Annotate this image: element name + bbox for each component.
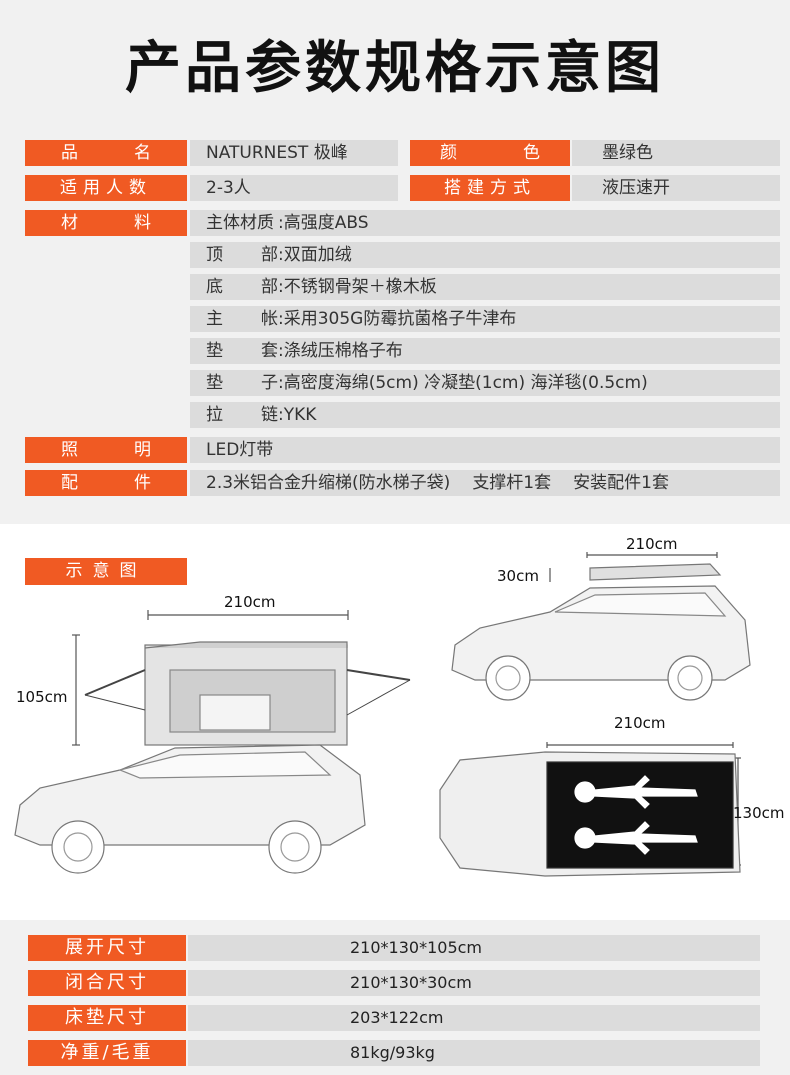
open-tent-illustration xyxy=(14,610,411,874)
size-label: 床垫尺寸 xyxy=(28,1005,186,1031)
size-value: 81kg/93kg xyxy=(188,1040,760,1066)
material-row: 垫 子:高密度海绵(5cm) 冷凝垫(1cm) 海洋毯(0.5cm) xyxy=(190,370,780,396)
people-value: 2-3人 xyxy=(190,175,398,201)
material-key: 主 帐 xyxy=(206,309,278,329)
open-height-dim: 105cm xyxy=(16,688,68,706)
material-row: 底 部:不锈钢骨架＋橡木板 xyxy=(190,274,780,300)
material-row: 主 帐:采用305G防霉抗菌格子牛津布 xyxy=(190,306,780,332)
material-value: 双面加绒 xyxy=(283,245,352,265)
material-row: 顶 部:双面加绒 xyxy=(190,242,780,268)
diagram-label: 示意图 xyxy=(25,558,187,585)
material-value: YKK xyxy=(283,405,317,425)
material-value: 不锈钢骨架＋橡木板 xyxy=(283,277,437,297)
material-key: 垫 子 xyxy=(206,373,278,393)
open-width-dim: 210cm xyxy=(224,593,276,611)
name-label: 品名 xyxy=(25,140,187,166)
closed-height-dim: 30cm xyxy=(497,567,539,585)
accessory-kit: 安装配件1套 xyxy=(573,473,669,493)
material-colon: : xyxy=(278,277,284,297)
material-label: 材料 xyxy=(25,210,187,236)
color-label: 颜色 xyxy=(410,140,570,166)
top-view-illustration xyxy=(439,742,741,877)
name-value: NATURNEST 极峰 xyxy=(190,140,398,166)
size-value: 203*122cm xyxy=(188,1005,760,1031)
material-key: 底 部 xyxy=(206,277,278,297)
light-value: LED灯带 xyxy=(190,437,780,463)
material-value: 采用305G防霉抗菌格子牛津布 xyxy=(283,309,517,329)
size-label: 净重/毛重 xyxy=(28,1040,186,1066)
accessories-label: 配件 xyxy=(25,470,187,496)
people-label: 适用人数 xyxy=(25,175,187,201)
top-depth-dim: 130cm xyxy=(733,804,785,822)
material-colon: : xyxy=(278,341,284,361)
closed-tent-illustration xyxy=(451,552,751,701)
material-value: 高密度海绵(5cm) 冷凝垫(1cm) 海洋毯(0.5cm) xyxy=(283,373,648,393)
material-row: 拉 链:YKK xyxy=(190,402,780,428)
material-key: 顶 部 xyxy=(206,245,278,265)
material-key: 垫 套 xyxy=(206,341,278,361)
size-value: 210*130*30cm xyxy=(188,970,760,996)
material-key: 主体材质 xyxy=(206,213,274,233)
size-label: 闭合尺寸 xyxy=(28,970,186,996)
setup-label: 搭建方式 xyxy=(410,175,570,201)
size-value: 210*130*105cm xyxy=(188,935,760,961)
accessories-value: 2.3米铝合金升缩梯(防水梯子袋) 支撑杆1套 安装配件1套 xyxy=(190,470,780,496)
page-title: 产品参数规格示意图 xyxy=(125,36,665,101)
material-row: 垫 套:涤绒压棉格子布 xyxy=(190,338,780,364)
material-row: 主体材质:高强度ABS xyxy=(190,210,780,236)
material-colon: : xyxy=(278,245,284,265)
material-colon: : xyxy=(278,405,284,425)
material-key: 拉 链 xyxy=(206,405,278,425)
setup-value: 液压速开 xyxy=(572,175,780,201)
material-colon: : xyxy=(278,309,284,329)
top-width-dim: 210cm xyxy=(614,714,666,732)
closed-width-dim: 210cm xyxy=(626,535,678,553)
material-colon: : xyxy=(278,213,284,233)
material-value: 涤绒压棉格子布 xyxy=(283,341,403,361)
size-label: 展开尺寸 xyxy=(28,935,186,961)
accessory-ladder: 2.3米铝合金升缩梯(防水梯子袋) xyxy=(206,473,451,493)
accessory-pole: 支撑杆1套 xyxy=(472,473,552,493)
material-colon: : xyxy=(278,373,284,393)
light-label: 照明 xyxy=(25,437,187,463)
material-value: 高强度ABS xyxy=(283,213,369,233)
color-value: 墨绿色 xyxy=(572,140,780,166)
